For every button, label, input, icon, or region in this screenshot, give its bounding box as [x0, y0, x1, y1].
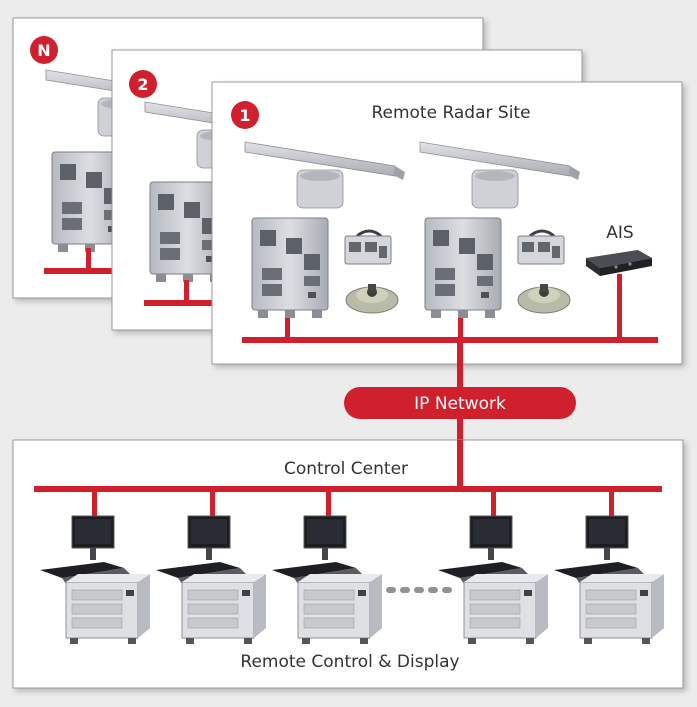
- ellipsis-dots-icon: [386, 587, 452, 593]
- site-badge-2-label: 2: [137, 75, 148, 94]
- control-center-bus: [34, 486, 662, 518]
- remote-site-panel-1: 1 Remote Radar Site AIS: [211, 81, 683, 365]
- site-badge-1: [231, 101, 259, 129]
- control-center-panel: Control Center Remote Control & Display: [12, 439, 684, 689]
- ip-network-link: IP Network: [344, 340, 576, 490]
- site-badge-2: [129, 70, 157, 98]
- ip-network-pill: [344, 387, 576, 419]
- transceiver-cabinet-icon: [251, 217, 329, 319]
- site-1-bus: [242, 274, 658, 343]
- site-badge-1-label: 1: [239, 106, 250, 125]
- site-2-bus: [144, 280, 214, 306]
- junction-box-icon: [516, 229, 566, 266]
- junction-box-icon: [343, 229, 393, 266]
- site-n-bus: [44, 248, 114, 274]
- ais-label: AIS: [606, 223, 633, 243]
- site-badge-n: [30, 36, 58, 64]
- control-center-title: Control Center: [284, 459, 408, 479]
- transceiver-cabinet-icon: [424, 217, 502, 319]
- remote-control-display-label: Remote Control & Display: [240, 652, 459, 672]
- site-badge-n-label: N: [37, 41, 50, 60]
- remote-radar-site-title: Remote Radar Site: [371, 103, 530, 123]
- ip-network-label: IP Network: [414, 394, 506, 414]
